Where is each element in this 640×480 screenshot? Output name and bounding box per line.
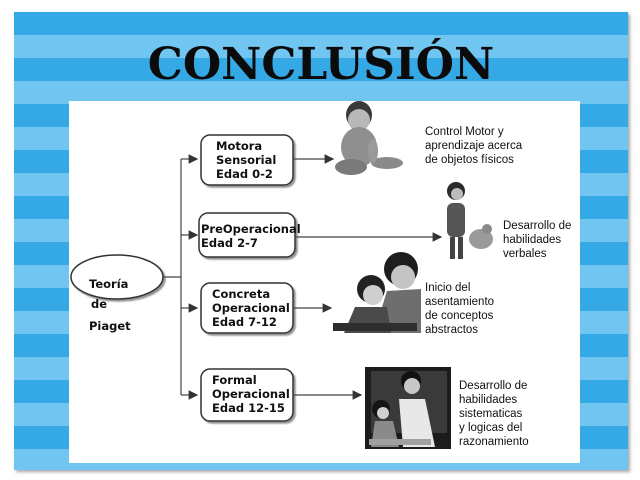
stage-label-1: Motora Sensorial Edad 0-2 xyxy=(216,139,277,181)
toddler-with-toy-picture xyxy=(447,182,493,259)
stage-description-2: Desarrollo de habilidades verbales xyxy=(503,220,572,260)
stage-description-3: Inicio del asentamiento de conceptos abs… xyxy=(425,282,495,336)
root-label-suffix: de xyxy=(91,297,108,311)
root-label-line2: Piaget xyxy=(89,319,131,333)
stage-box-2 xyxy=(198,212,296,258)
root-label: Teoría de Piaget xyxy=(89,263,151,333)
root-label-line1: Teoría xyxy=(89,277,129,291)
stage-label-3: Concreta Operacional Edad 7-12 xyxy=(212,287,290,329)
stage-box-1 xyxy=(200,134,294,186)
baby-picture xyxy=(335,101,403,175)
diagram-panel: Teoría de Piaget Motora Sensorial Edad 0… xyxy=(69,101,580,463)
diagram-connectors xyxy=(70,101,493,449)
stage-label-4: Formal Operacional Edad 12-15 xyxy=(212,373,290,415)
stage-description-4: Desarrollo de habilidades sistematicas y… xyxy=(459,380,529,448)
stage-description-1: Control Motor y aprendizaje acerca de ob… xyxy=(425,126,523,166)
child-reading-with-adult-picture xyxy=(333,252,421,333)
teacher-with-student-picture xyxy=(365,367,451,449)
slide-title: CONCLUSIÓN xyxy=(147,39,495,90)
stage-label-2: PreOperacional Edad 2-7 xyxy=(201,222,301,250)
